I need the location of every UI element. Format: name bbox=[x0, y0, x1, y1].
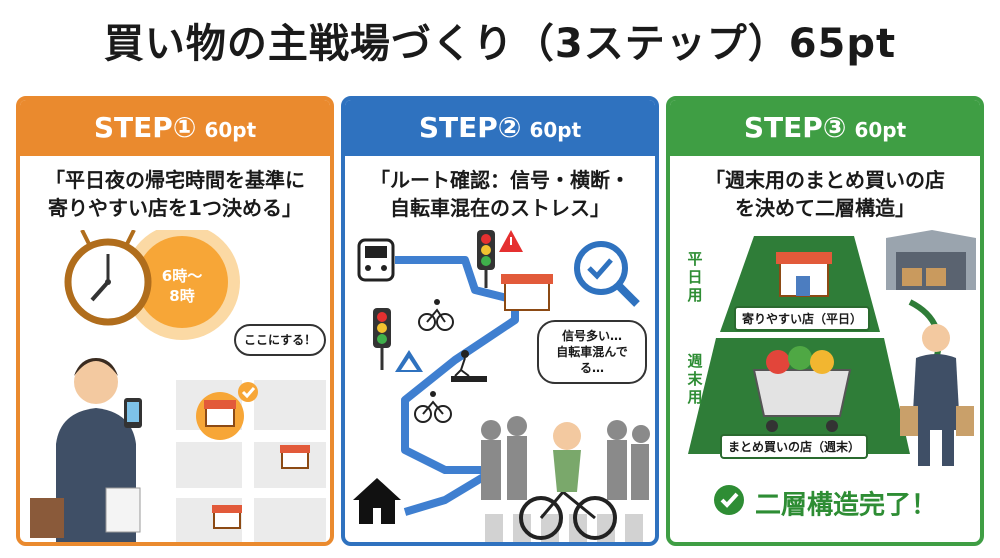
traffic-light-icon bbox=[477, 230, 495, 288]
crosswalk-icon bbox=[485, 514, 643, 542]
step-3-description: 「週末用のまとめ買いの店 を決めて二層構造」 bbox=[670, 166, 980, 222]
warning-icon bbox=[499, 230, 523, 252]
step-1-desc-line-2: 寄りやすい店を1つ決める」 bbox=[48, 196, 302, 220]
step-2-description: 「ルート確認：信号・横断・ 自転車混在のストレス」 bbox=[345, 166, 655, 222]
completion-banner: 二層構造完了！ bbox=[670, 484, 980, 528]
clock-icon bbox=[64, 229, 152, 326]
stressed-cyclist-icon bbox=[519, 422, 617, 540]
weekend-store-label: まとめ買いの店（週末） bbox=[720, 434, 869, 459]
completion-text: 二層構造完了！ bbox=[754, 490, 937, 521]
step-3-panel: STEP③ 60pt 「週末用のまとめ買いの店 を決めて二層構造」 bbox=[666, 96, 984, 546]
home-icon bbox=[353, 478, 401, 524]
step-3-header: STEP③ 60pt bbox=[670, 100, 980, 156]
selected-store-icon bbox=[196, 392, 244, 440]
step-2-desc-line-2: 自転車混在のストレス」 bbox=[390, 196, 610, 220]
step-1-description: 「平日夜の帰宅時間を基準に 寄りやすい店を1つ決める」 bbox=[20, 166, 330, 222]
step-2-panel: STEP② 60pt 「ルート確認：信号・横断・ 自転車混在のストレス」 bbox=[341, 96, 659, 546]
bicycle-icon bbox=[414, 391, 452, 423]
speech-bubble: ここにする！ bbox=[234, 324, 327, 356]
weekday-store-label: 寄りやすい店（平日） bbox=[734, 306, 871, 331]
warehouse-icon bbox=[886, 230, 976, 290]
weekday-vertical-label: 平 日 用 bbox=[687, 250, 703, 304]
step-3-illustration: 平 日 用 週 末 用 寄りやすい店（平日） まとめ買いの店（週末） 二層構造完… bbox=[670, 230, 980, 542]
step-3-label: STEP③ bbox=[743, 111, 847, 144]
step-1-header: STEP① 60pt bbox=[20, 100, 330, 156]
step-2-pt: 60pt bbox=[529, 118, 582, 142]
store-icon bbox=[280, 445, 310, 469]
step-2-label: STEP② bbox=[418, 111, 522, 144]
thought-bubble: 信号多い… 自転車混んでる… bbox=[537, 320, 647, 384]
step-3-desc-line-1: 「週末用のまとめ買いの店 bbox=[705, 168, 945, 192]
step-2-illustration: 信号多い… 自転車混んでる… bbox=[345, 230, 655, 542]
crossing-sign-icon bbox=[395, 350, 423, 372]
step-1-desc-line-1: 「平日夜の帰宅時間を基準に bbox=[45, 168, 305, 192]
store-icon bbox=[776, 252, 832, 297]
store-icon bbox=[212, 505, 242, 529]
shopping-cart-icon bbox=[752, 346, 852, 432]
crowd-icon bbox=[481, 416, 650, 500]
person-with-phone-icon bbox=[30, 358, 142, 542]
step-1-label: STEP① bbox=[93, 111, 197, 144]
store-icon bbox=[501, 274, 553, 311]
step-2-header: STEP② 60pt bbox=[345, 100, 655, 156]
train-icon bbox=[357, 238, 395, 282]
time-range-label: 6時〜 8時 bbox=[161, 267, 203, 305]
step-2-desc-line-1: 「ルート確認：信号・横断・ bbox=[370, 168, 630, 192]
pedestrian-icon bbox=[451, 350, 487, 382]
bicycle-icon bbox=[418, 299, 454, 331]
magnifier-check-icon bbox=[574, 241, 640, 307]
step-1-pt: 60pt bbox=[204, 118, 257, 142]
weekend-vertical-label: 週 末 用 bbox=[687, 352, 703, 406]
man-with-bags-icon bbox=[900, 324, 974, 466]
page-title: 買い物の主戦場づくり（3ステップ）65pt bbox=[103, 21, 897, 67]
step-1-panel: STEP① 60pt 「平日夜の帰宅時間を基準に 寄りやすい店を1つ決める」 bbox=[16, 96, 334, 546]
check-badge-icon bbox=[238, 382, 258, 402]
step-1-illustration: 6時〜 8時 ここにする！ bbox=[20, 224, 330, 542]
step-3-desc-line-2: を決めて二層構造」 bbox=[735, 196, 915, 220]
check-circle-icon bbox=[713, 484, 745, 528]
traffic-light-icon bbox=[373, 308, 391, 370]
step-3-pt: 60pt bbox=[854, 118, 907, 142]
